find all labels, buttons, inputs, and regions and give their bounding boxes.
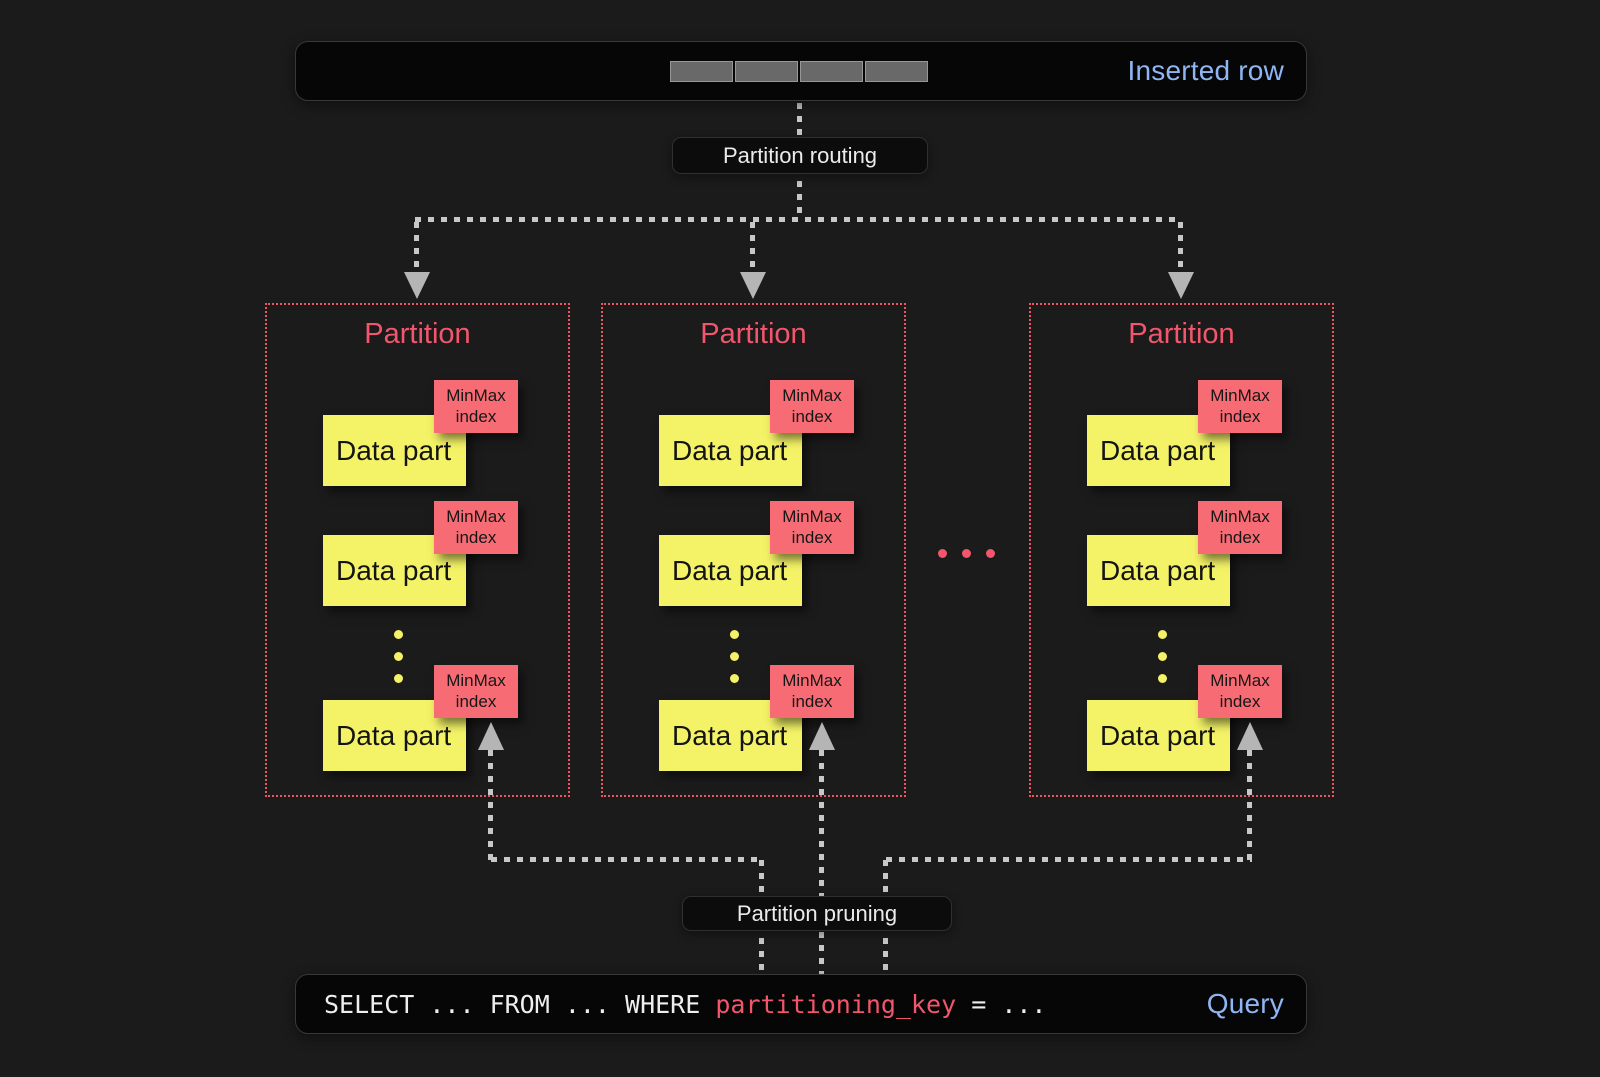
arrow-down-icon: [740, 272, 766, 299]
pruning-riser-line: [488, 750, 493, 860]
partition-title: Partition: [364, 318, 471, 350]
minmax-index-tag: MinMax index: [434, 665, 518, 718]
partition-routing-label: Partition routing: [672, 137, 928, 174]
partitioning-key-token: partitioning_key: [715, 989, 957, 1019]
row-segment-cell: [800, 61, 863, 82]
more-partitions-ellipsis: [938, 549, 995, 558]
query-label: Query: [1206, 988, 1284, 1019]
partition-box: Partition MinMax index Data part MinMax …: [1029, 303, 1334, 797]
arrow-up-icon: [478, 722, 504, 750]
arrow-down-icon: [404, 272, 430, 299]
row-segment-cell: [865, 61, 928, 82]
ellipsis-dot: [938, 549, 947, 558]
partition-box: Partition MinMax index Data part MinMax …: [601, 303, 906, 797]
hidden-parts-dot: [730, 652, 739, 661]
query-code: SELECT ... FROM ... WHERE partitioning_k…: [324, 990, 1046, 1019]
partition-pruning-label: Partition pruning: [682, 896, 952, 931]
pruning-branch-line: [491, 857, 763, 862]
pruning-riser-line: [819, 750, 824, 976]
row-segment-cell: [735, 61, 798, 82]
data-part-box: Data part: [659, 535, 802, 606]
hidden-parts-dot: [1158, 630, 1167, 639]
minmax-index-tag: MinMax index: [1198, 665, 1282, 718]
minmax-index-tag: MinMax index: [1198, 501, 1282, 554]
hidden-parts-dot: [394, 630, 403, 639]
hidden-parts-dot: [730, 630, 739, 639]
routing-drop-line: [414, 222, 419, 273]
minmax-index-tag: MinMax index: [1198, 380, 1282, 433]
minmax-index-tag: MinMax index: [770, 665, 854, 718]
hidden-parts-dot: [394, 674, 403, 683]
inserted-row-label: Inserted row: [1127, 55, 1284, 86]
query-code-prefix: SELECT ... FROM ... WHERE: [324, 989, 716, 1019]
hidden-parts-dot: [730, 674, 739, 683]
query-bar: SELECT ... FROM ... WHERE partitioning_k…: [295, 974, 1307, 1034]
query-code-suffix: = ...: [956, 989, 1047, 1019]
hidden-parts-dots: [394, 630, 403, 683]
partition-box: Partition MinMax index Data part MinMax …: [265, 303, 570, 797]
hidden-parts-dots: [730, 630, 739, 683]
arrow-down-icon: [1168, 272, 1194, 299]
arrow-up-icon: [1237, 722, 1263, 750]
routing-branch-line: [415, 217, 1181, 222]
minmax-index-tag: MinMax index: [434, 380, 518, 433]
data-part-box: Data part: [1087, 535, 1230, 606]
minmax-index-tag: MinMax index: [770, 380, 854, 433]
routing-drop-line: [1178, 222, 1183, 273]
pruning-riser-line: [1247, 750, 1252, 860]
inserted-row-bar: Inserted row: [295, 41, 1307, 101]
hidden-parts-dots: [1158, 630, 1167, 683]
routing-drop-line: [750, 222, 755, 273]
ellipsis-dot: [986, 549, 995, 558]
arrow-up-icon: [809, 722, 835, 750]
hidden-parts-dot: [1158, 652, 1167, 661]
pruning-branch-line: [886, 857, 1252, 862]
partition-title: Partition: [700, 318, 807, 350]
row-segment-cell: [670, 61, 733, 82]
partition-title: Partition: [1128, 318, 1235, 350]
row-segments: [670, 61, 928, 82]
minmax-index-tag: MinMax index: [770, 501, 854, 554]
minmax-index-tag: MinMax index: [434, 501, 518, 554]
hidden-parts-dot: [1158, 674, 1167, 683]
hidden-parts-dot: [394, 652, 403, 661]
ellipsis-dot: [962, 549, 971, 558]
